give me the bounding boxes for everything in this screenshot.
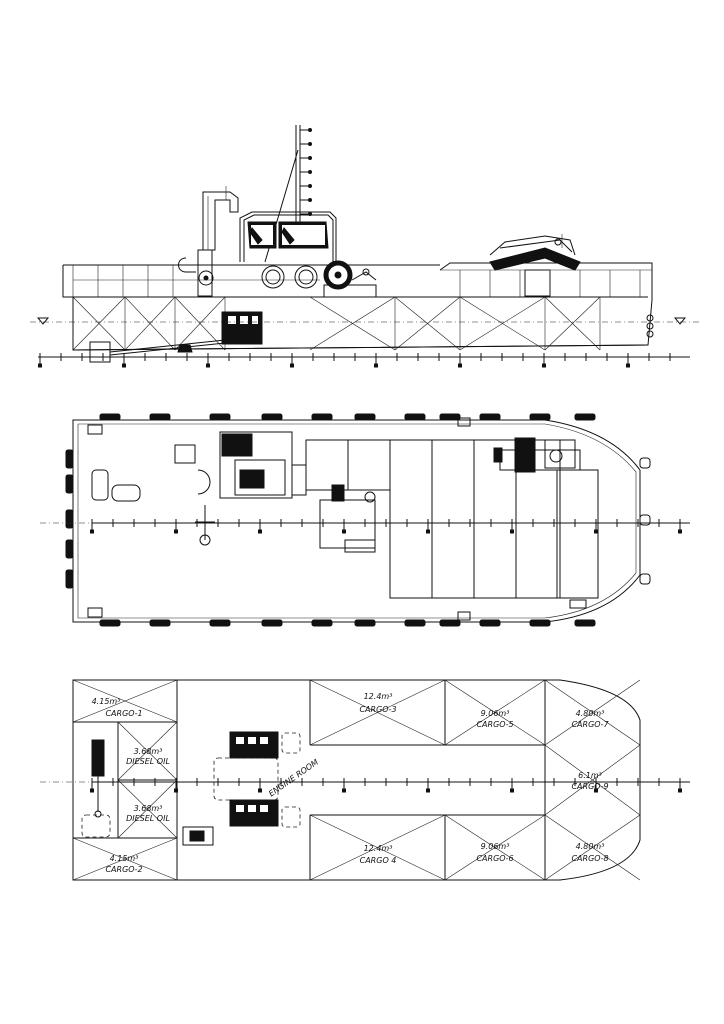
svg-text:9.06m³: 9.06m³	[481, 842, 510, 851]
wheelhouse-plan	[87, 424, 215, 618]
svg-text:CARGO 4: CARGO 4	[360, 856, 397, 865]
deck-machinery	[174, 431, 376, 553]
svg-text:DIESEL OIL: DIESEL OIL	[126, 814, 170, 823]
fender	[209, 413, 231, 421]
fender	[479, 619, 501, 627]
fender	[149, 413, 171, 421]
bow-bollards	[639, 457, 651, 585]
svg-text:CARGO-3: CARGO-3	[359, 705, 396, 714]
fender	[439, 619, 461, 627]
svg-text:3.68m³: 3.68m³	[134, 747, 163, 756]
svg-text:9.06m³: 9.06m³	[481, 709, 510, 718]
svg-text:CARGO-2: CARGO-2	[105, 865, 142, 874]
tank-label-cargo9: 6.1m³ CARGO-9	[571, 771, 608, 791]
fender	[529, 619, 551, 627]
svg-text:4.15m³: 4.15m³	[110, 854, 139, 863]
tank-label-cargo2: 4.15m³ CARGO-2	[105, 854, 142, 874]
fender	[65, 474, 74, 494]
tank-label-cargo8: 4.80m³ CARGO-8	[571, 842, 608, 863]
svg-text:DIESEL OIL: DIESEL OIL	[126, 757, 170, 766]
fender	[311, 619, 333, 627]
svg-text:CARGO-7: CARGO-7	[571, 720, 609, 729]
tank-label-diesel-top: 3.68m³ DIESEL OIL	[126, 747, 170, 766]
crane-plan	[493, 437, 581, 473]
tank-plan: 4.15m³ CARGO-1 3.68m³ DIESEL OIL 3.68m³ …	[40, 679, 690, 881]
svg-text:6.1m³: 6.1m³	[578, 771, 602, 780]
fender	[404, 619, 426, 627]
fender	[404, 413, 426, 421]
fender	[261, 413, 283, 421]
fender	[209, 619, 231, 627]
fender	[354, 413, 376, 421]
frame-scale-profile	[38, 353, 690, 368]
fender	[65, 569, 74, 589]
svg-text:4.80m³: 4.80m³	[576, 709, 605, 718]
fender	[479, 413, 501, 421]
profile-view	[30, 125, 700, 368]
fender	[99, 619, 121, 627]
fender	[65, 449, 74, 469]
svg-text:3.68m³: 3.68m³	[134, 804, 163, 813]
frame-scale-plan	[90, 519, 690, 534]
fender	[354, 619, 376, 627]
wheelhouse	[239, 211, 337, 289]
hatch-covers	[457, 417, 587, 621]
svg-text:CARGO-1: CARGO-1	[105, 709, 142, 718]
svg-text:12.4m³: 12.4m³	[364, 844, 393, 853]
deck-winch	[323, 260, 377, 298]
fender	[439, 413, 461, 421]
fender	[311, 413, 333, 421]
tow-hook	[178, 249, 214, 297]
tank-label-cargo7: 4.80m³ CARGO-7	[571, 709, 609, 729]
fender	[261, 619, 283, 627]
tank-label-cargo3: 12.4m³ CARGO-3	[359, 692, 396, 714]
tank-label-cargo4: 12.4m³ CARGO 4	[360, 844, 397, 865]
exhaust-stack	[202, 186, 239, 251]
fender	[149, 619, 171, 627]
deck-plan	[40, 413, 690, 627]
tank-label-cargo6: 9.06m³ CARGO-6	[476, 842, 513, 863]
fender	[65, 539, 74, 559]
svg-text:12.4m³: 12.4m³	[364, 692, 393, 701]
stern-lights	[646, 314, 654, 338]
fender	[65, 509, 74, 529]
svg-text:4.15m³: 4.15m³	[92, 697, 121, 706]
svg-text:CARGO-5: CARGO-5	[476, 720, 513, 729]
fender	[574, 413, 596, 421]
twin-engines	[213, 731, 301, 828]
frame-scale-tanks	[90, 778, 690, 793]
svg-text:CARGO-9: CARGO-9	[571, 782, 608, 791]
tank-label-cargo5: 9.06m³ CARGO-5	[476, 709, 513, 729]
hull-profile	[62, 262, 653, 351]
fender	[529, 413, 551, 421]
svg-text:CARGO-6: CARGO-6	[476, 854, 513, 863]
svg-text:4.80m³: 4.80m³	[576, 842, 605, 851]
steering-gear	[81, 739, 214, 846]
tank-label-diesel-bottom: 3.68m³ DIESEL OIL	[126, 804, 170, 823]
deck-crane	[489, 234, 581, 297]
main-engine	[89, 311, 263, 363]
tank-label-cargo1: 4.15m³ CARGO-1	[92, 697, 143, 718]
engine-room-label: ENGINE ROOM	[267, 758, 320, 799]
svg-text:CARGO-8: CARGO-8	[571, 854, 608, 863]
fender	[99, 413, 121, 421]
fender	[574, 619, 596, 627]
